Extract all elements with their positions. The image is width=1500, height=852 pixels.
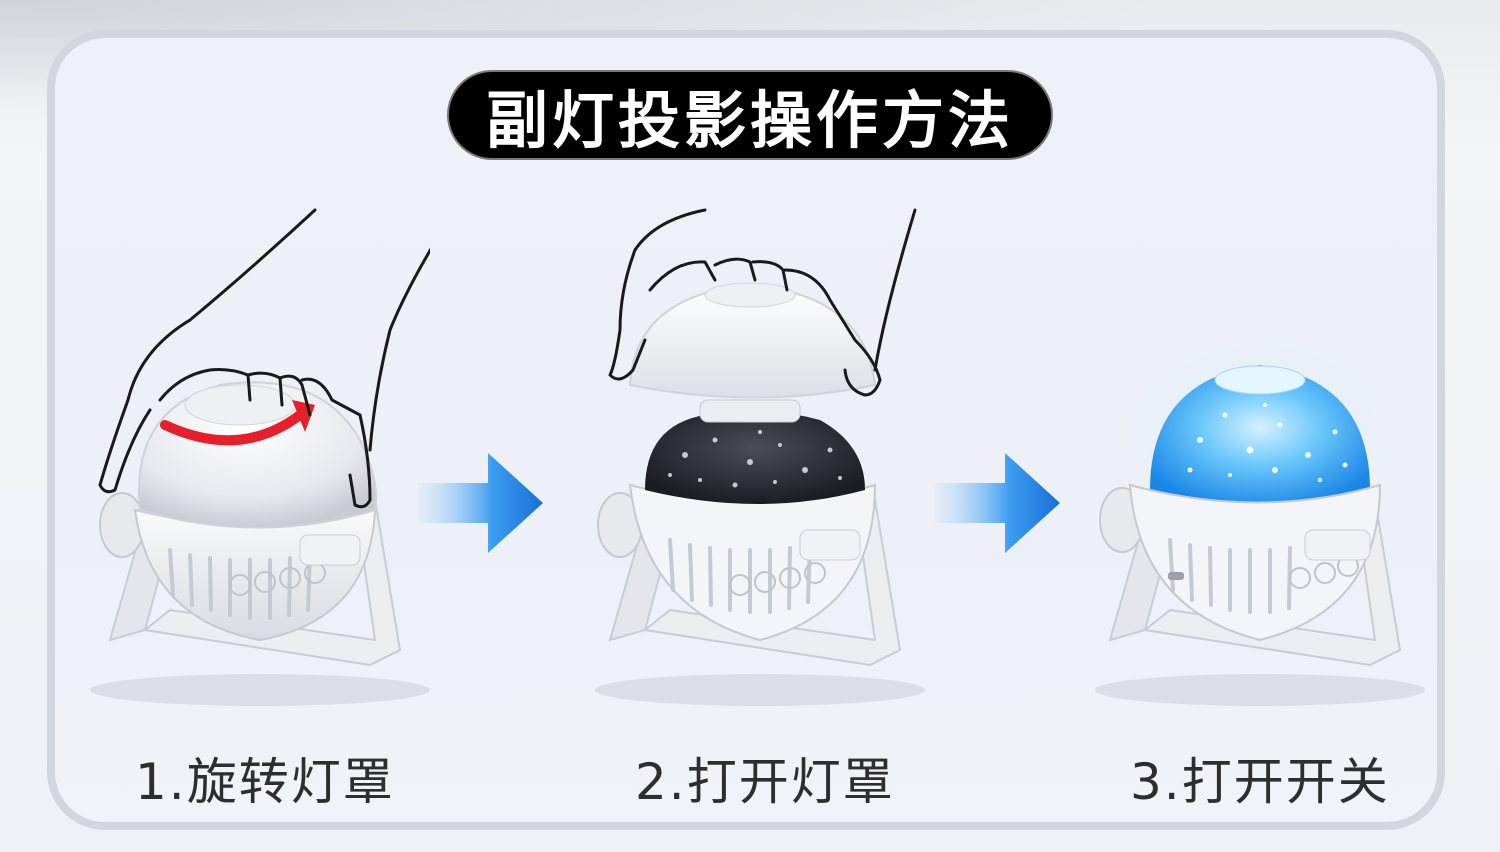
step-3-label: 3.打开开关 bbox=[1130, 753, 1390, 811]
step-2-illustration bbox=[575, 200, 925, 710]
right-arrow-icon bbox=[418, 448, 548, 562]
step-1-illustration bbox=[70, 200, 430, 710]
step-1-label: 1.旋转灯罩 bbox=[135, 753, 395, 811]
step-3-illustration bbox=[1080, 200, 1430, 710]
page-title: 副灯投影操作方法 bbox=[485, 84, 1014, 157]
step-2-label: 2.打开灯罩 bbox=[635, 753, 895, 811]
title-banner: 副灯投影操作方法 bbox=[447, 70, 1053, 160]
right-arrow-icon bbox=[935, 448, 1065, 562]
